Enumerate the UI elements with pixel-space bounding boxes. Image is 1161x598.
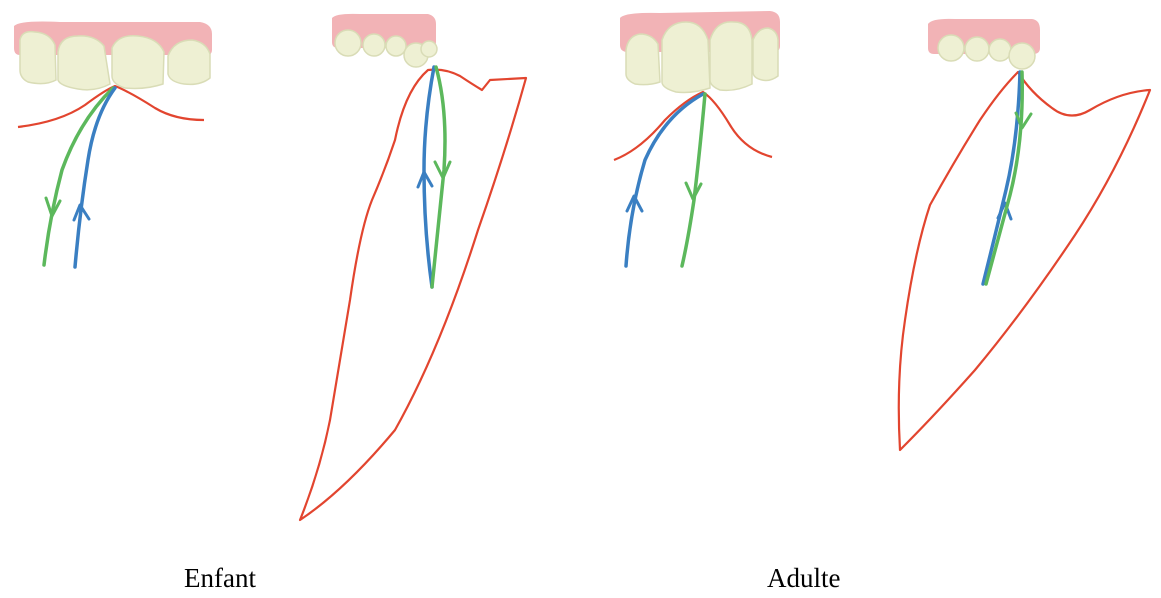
tooth (363, 34, 385, 56)
child-side-view (300, 14, 526, 520)
tooth (168, 40, 210, 84)
tooth (386, 36, 406, 56)
adult-front-teeth (620, 11, 780, 93)
tooth (710, 22, 752, 91)
caption-adult: Adulte (767, 565, 841, 592)
tooth (421, 41, 437, 57)
child-side-teeth (332, 14, 437, 67)
tooth (989, 39, 1011, 61)
green-path (682, 94, 705, 266)
tooth (938, 35, 964, 61)
tooth (753, 28, 778, 81)
adult-side-view (899, 19, 1150, 450)
blue-path (75, 88, 115, 267)
tooth (58, 36, 110, 90)
adult-side-teeth (928, 19, 1040, 69)
tooth (626, 34, 660, 85)
tooth (112, 36, 164, 89)
caption-child: Enfant (184, 565, 256, 592)
tongue-outline (899, 72, 1150, 450)
tooth (662, 22, 710, 93)
tooth (335, 30, 361, 56)
child-front-view (14, 22, 212, 268)
adult-front-view (614, 11, 780, 266)
tooth (1009, 43, 1035, 69)
tooth (965, 37, 989, 61)
tongue-outline (300, 70, 526, 520)
child-front-teeth (14, 22, 212, 90)
tooth (20, 32, 56, 84)
